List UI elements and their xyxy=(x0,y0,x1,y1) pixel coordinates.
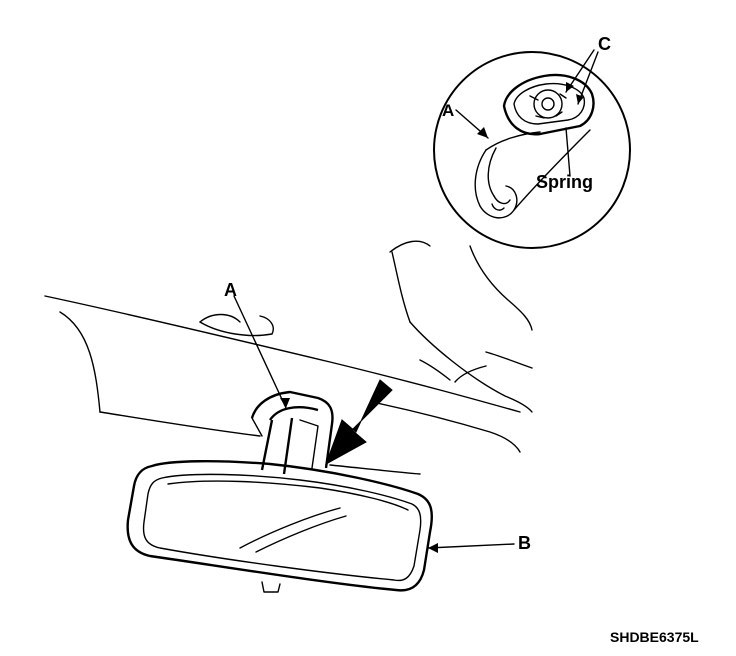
detail-inset xyxy=(433,51,631,249)
mirror-mount xyxy=(250,390,334,475)
label-a-inset: A xyxy=(442,101,454,120)
label-a-main: A xyxy=(224,280,237,300)
label-c: C xyxy=(598,34,611,54)
removal-direction-arrow xyxy=(325,379,393,466)
rearview-mirror xyxy=(126,460,433,593)
headliner-outline xyxy=(44,240,533,475)
label-b: B xyxy=(518,533,531,553)
label-spring: Spring xyxy=(536,172,593,192)
figure-code: SHDBE6375L xyxy=(610,629,699,645)
leader-lines xyxy=(233,49,599,553)
